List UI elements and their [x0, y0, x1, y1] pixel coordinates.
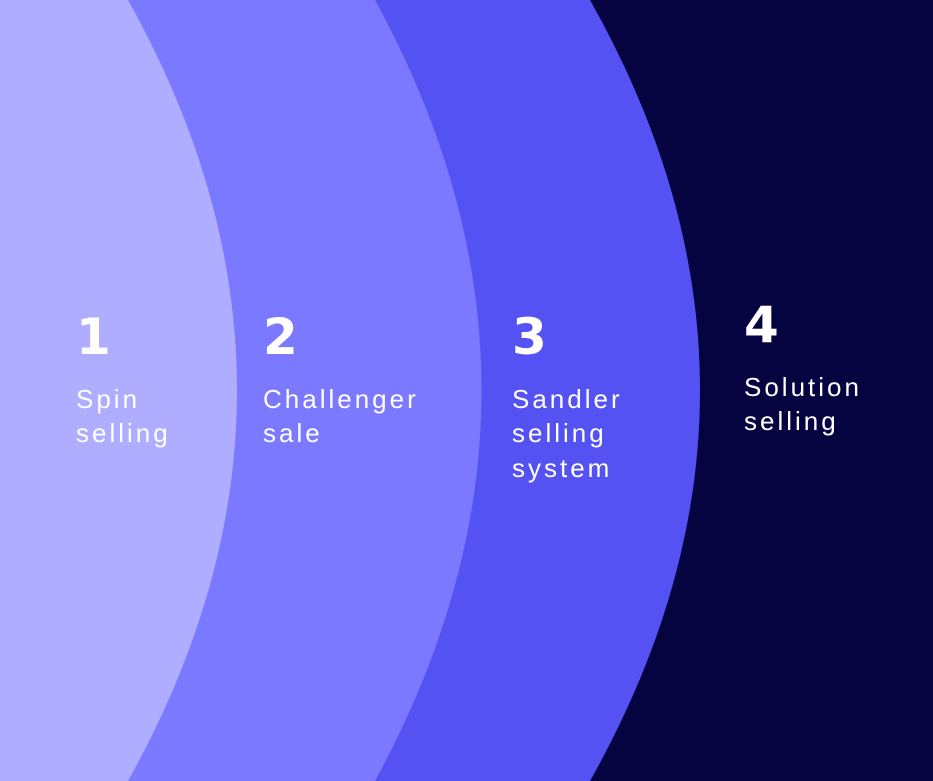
stage-name-3: Sandler selling system: [512, 382, 623, 485]
stage-name-line: Solution: [744, 372, 862, 402]
stage-label-4: 4 Solution selling: [744, 300, 862, 439]
stage-name-line: selling: [76, 418, 171, 449]
stage-name-line: Sandler: [512, 384, 623, 414]
stage-label-1: 1 Spin selling: [76, 312, 171, 451]
stage-name-2: Challenger sale: [263, 382, 419, 451]
stage-name-line: selling: [512, 418, 607, 449]
stage-name-line: system: [512, 452, 613, 483]
stage-label-3: 3 Sandler selling system: [512, 312, 623, 485]
stage-number-1: 1: [76, 308, 111, 366]
stage-name-line: Challenger: [263, 384, 419, 414]
stage-number-2: 2: [263, 308, 298, 366]
stage-label-2: 2 Challenger sale: [263, 312, 419, 451]
stage-name-1: Spin selling: [76, 382, 171, 451]
stage-name-line: sale: [263, 418, 323, 449]
stage-name-line: Spin: [76, 384, 141, 414]
stage-name-4: Solution selling: [744, 370, 862, 439]
stage-number-3: 3: [512, 308, 547, 366]
stage-number-4: 4: [744, 296, 779, 354]
stage-band-1: [0, 0, 237, 781]
stage-name-line: selling: [744, 406, 839, 437]
